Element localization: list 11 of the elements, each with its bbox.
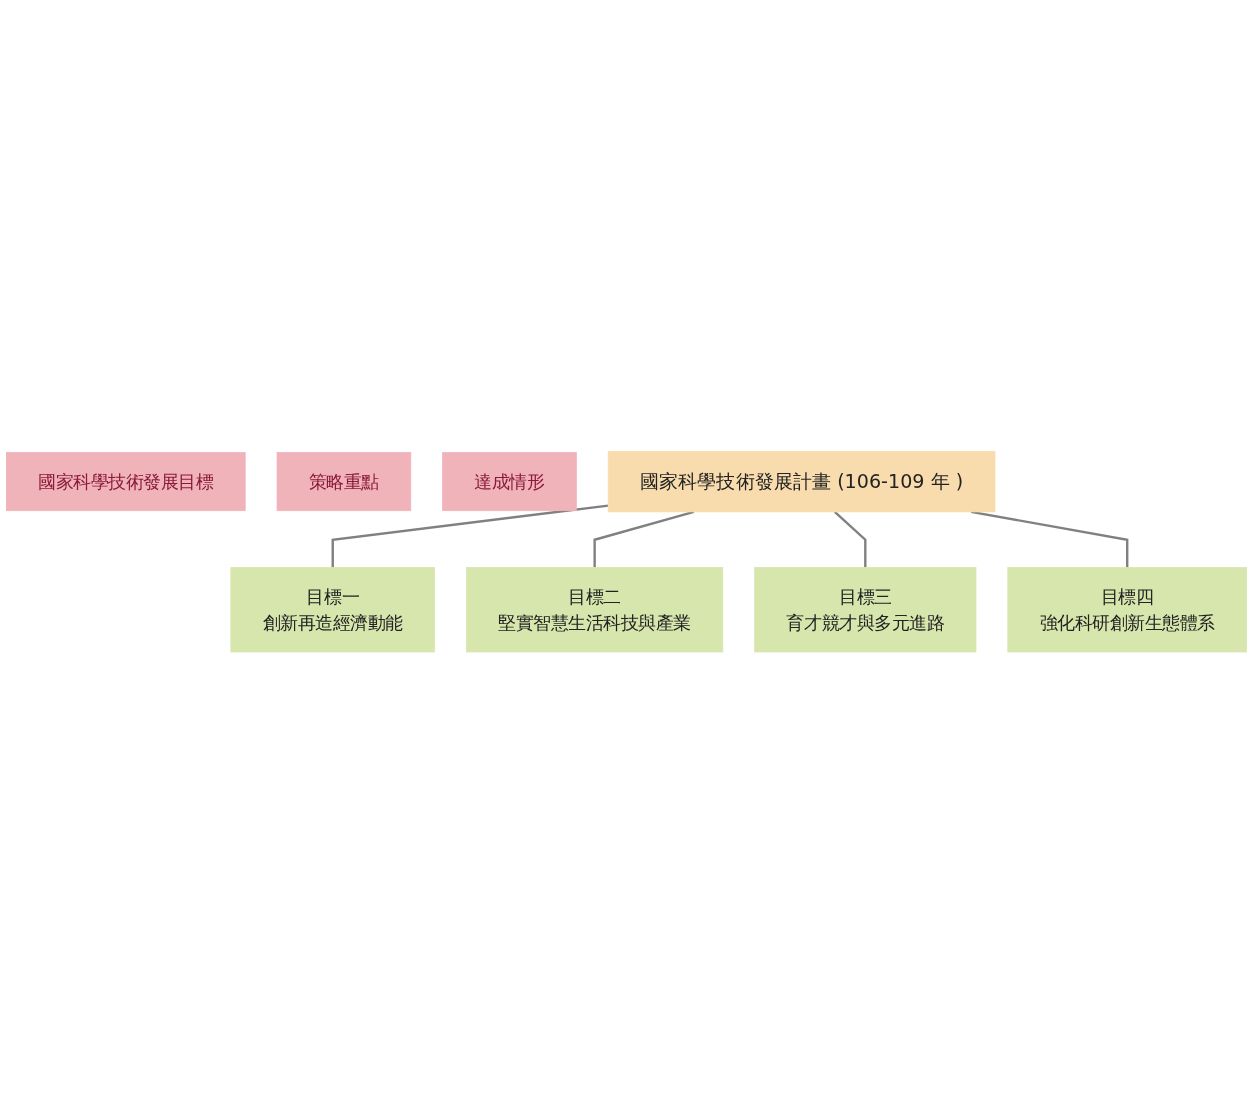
connector [593,510,695,568]
node-box: 策略重點 [276,452,412,511]
node-box: 目標二 堅實智慧生活科技與產業 [466,567,724,653]
node-box: 目標四 強化科研創新生態體系 [1007,567,1247,653]
node-box: 國家科學技術發展計畫 (106-109 年 ) [607,450,996,513]
node-box: 目標一 創新再造經濟動能 [230,567,436,653]
node-box: 目標三 育才競才與多元進路 [754,567,977,653]
node-box: 達成情形 [442,452,577,511]
connector [833,510,867,568]
connector [331,504,609,568]
node-box: 國家科學技術發展目標 [5,452,246,511]
